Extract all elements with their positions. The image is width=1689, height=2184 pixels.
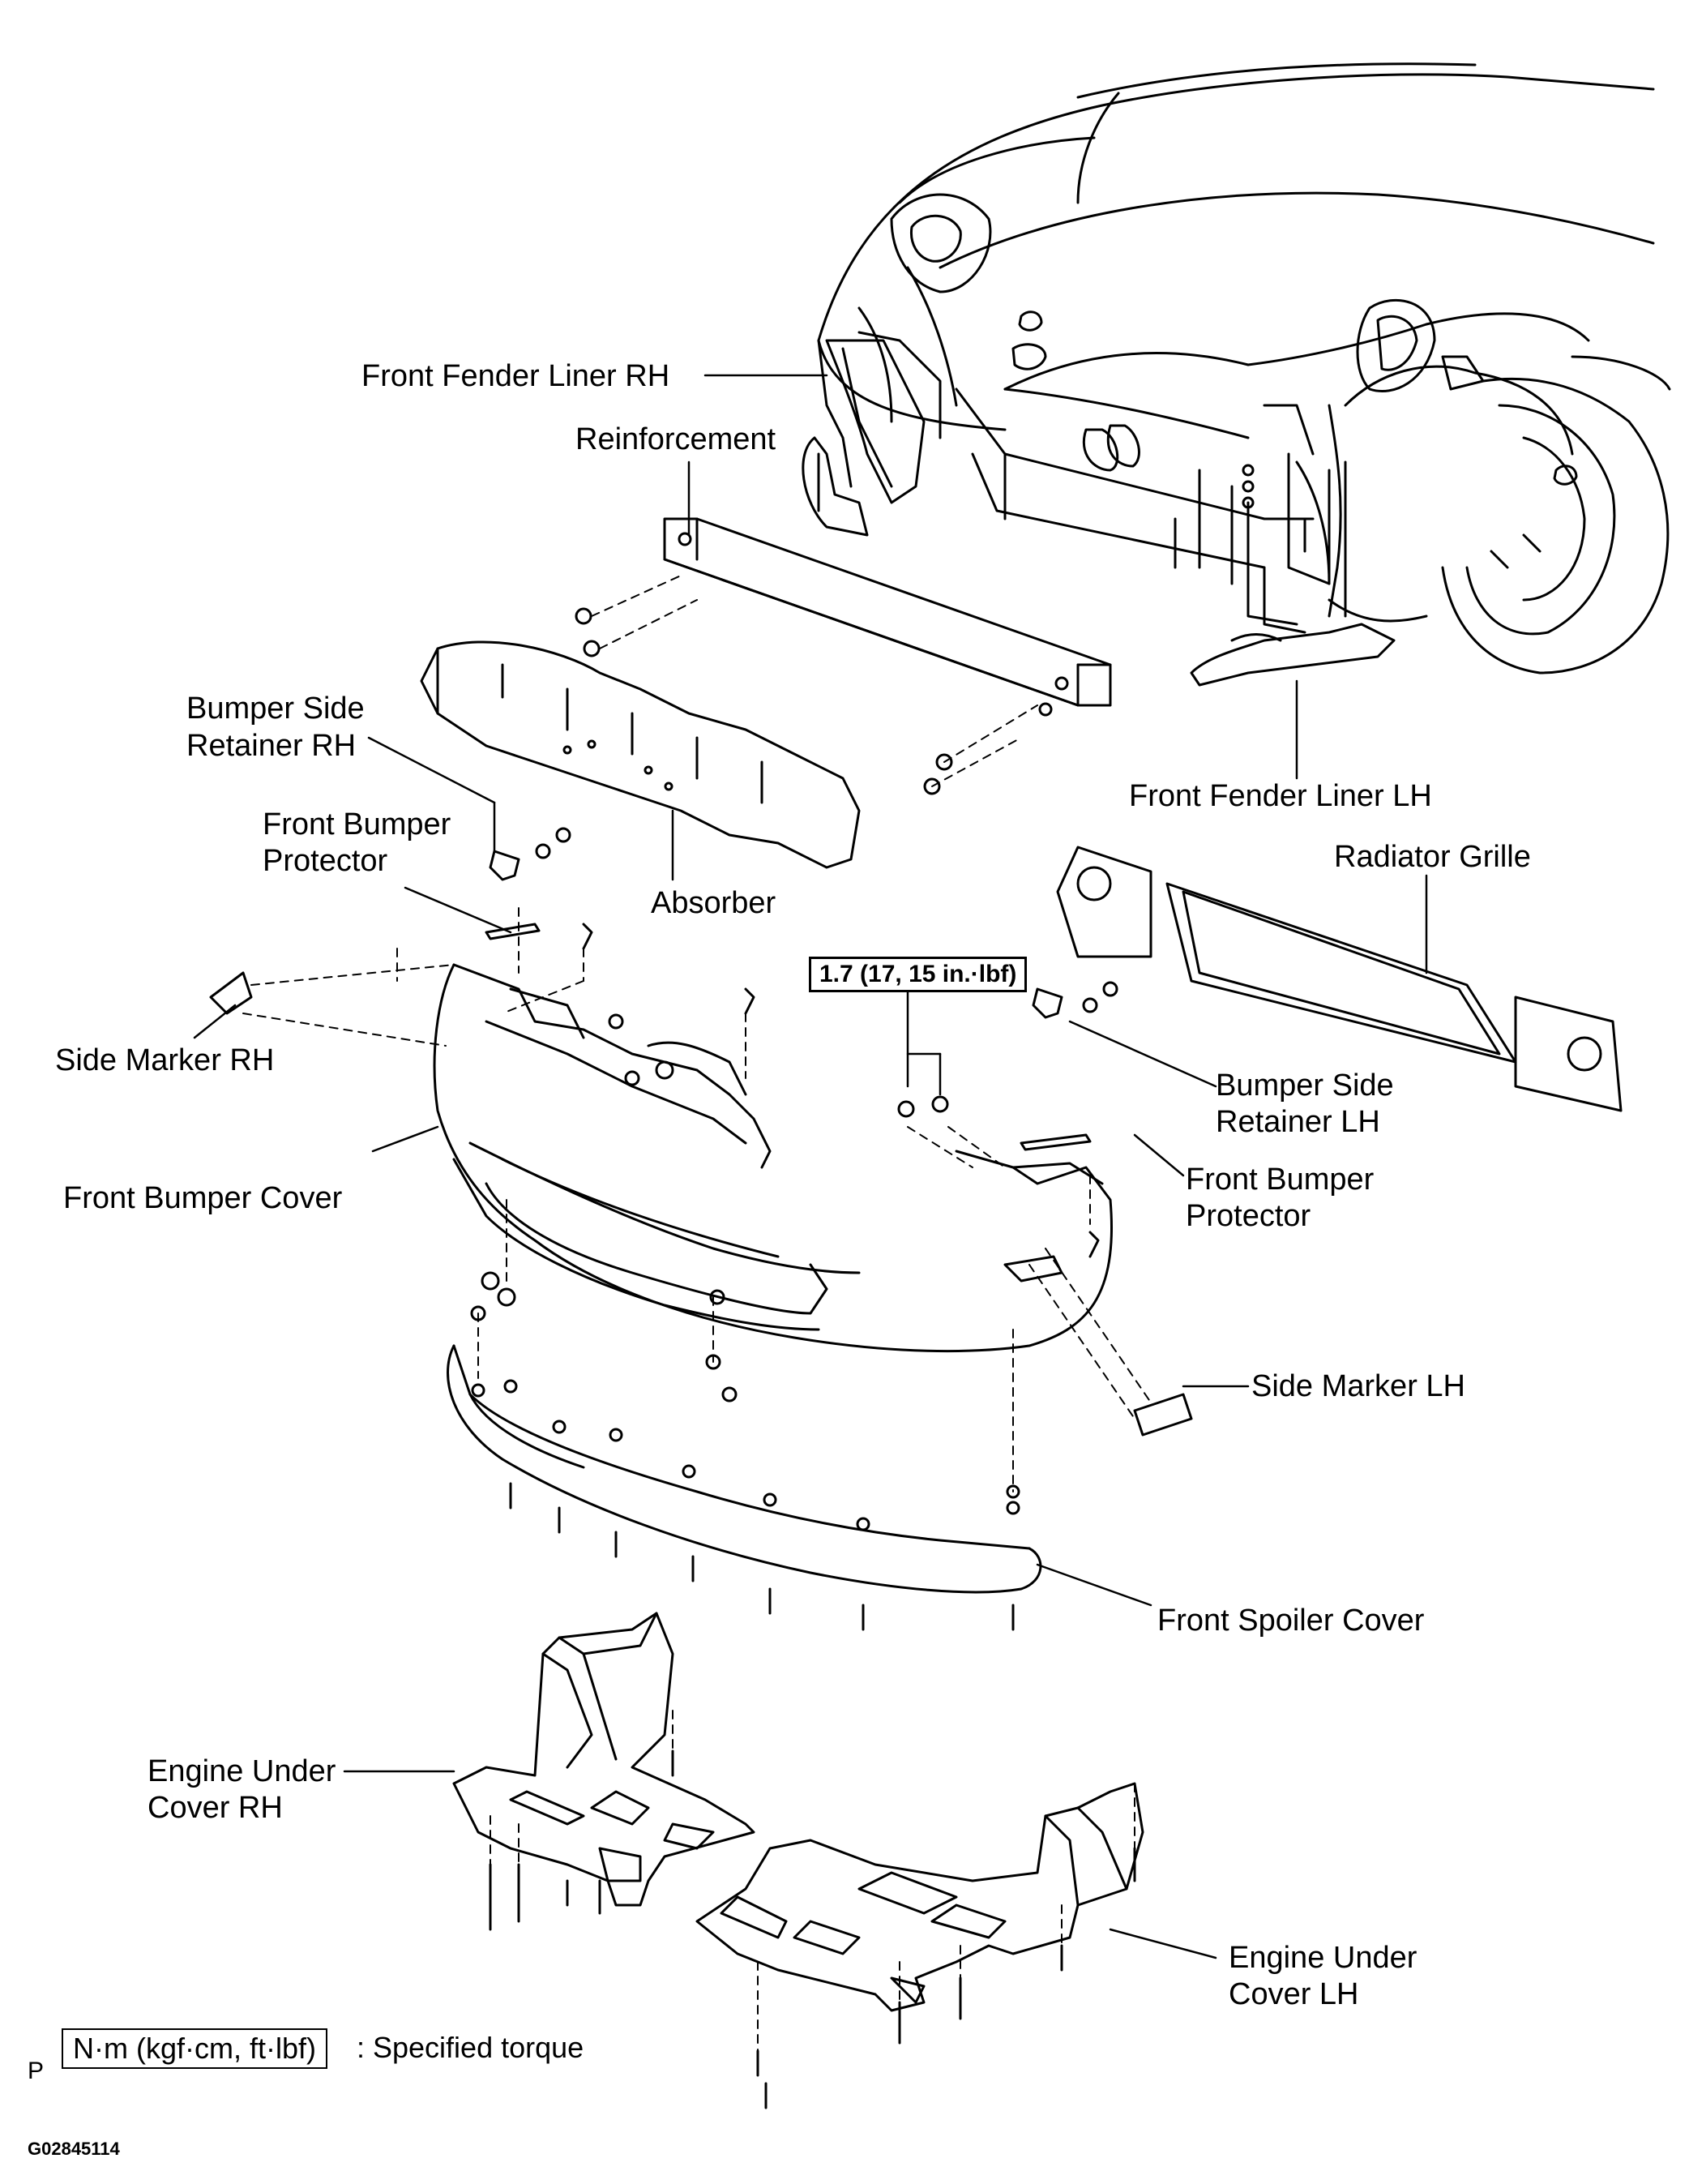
label-front-bumper-protector-lh-line1: Front Bumper <box>1186 1163 1375 1197</box>
label-front-fender-liner-lh: Front Fender Liner LH <box>1129 779 1432 813</box>
label-bumper-side-retainer-rh-line2: Retainer RH <box>186 729 357 763</box>
legend-prefix: P <box>28 2058 45 2084</box>
label-engine-under-cover-rh-line2: Cover RH <box>148 1791 283 1825</box>
car-body <box>802 62 1671 687</box>
front-spoiler-cover-part <box>447 1344 1042 1594</box>
legend-torque-box: N·m (kgf·cm, ft·lbf) <box>62 2028 327 2069</box>
label-front-fender-liner-rh: Front Fender Liner RH <box>361 359 670 393</box>
front-bumper-cover-part <box>433 963 1113 1353</box>
figure-id: G02845114 <box>28 2139 120 2159</box>
label-absorber: Absorber <box>651 886 776 920</box>
engine-under-cover-rh-part <box>452 1612 755 1907</box>
label-front-bumper-protector-rh-line2: Protector <box>263 844 388 878</box>
radiator-grille-part <box>1056 846 1623 1112</box>
label-side-marker-rh: Side Marker RH <box>55 1043 275 1077</box>
torque-spec-box: 1.7 (17, 15 in.·lbf) <box>809 957 1028 992</box>
label-reinforcement: Reinforcement <box>575 422 776 456</box>
label-engine-under-cover-lh-line1: Engine Under <box>1229 1941 1417 1975</box>
absorber-part <box>420 640 861 869</box>
label-bumper-side-retainer-lh-line2: Retainer LH <box>1216 1105 1380 1139</box>
label-front-bumper-protector-lh-line2: Protector <box>1186 1199 1311 1233</box>
label-front-bumper-protector-rh-line1: Front Bumper <box>263 807 451 841</box>
label-front-spoiler-cover: Front Spoiler Cover <box>1157 1604 1425 1638</box>
label-side-marker-lh: Side Marker LH <box>1251 1369 1465 1403</box>
label-bumper-side-retainer-lh-line1: Bumper Side <box>1216 1068 1394 1103</box>
label-bumper-side-retainer-rh-line1: Bumper Side <box>186 692 365 726</box>
label-engine-under-cover-lh-line2: Cover LH <box>1229 1977 1359 2011</box>
assembly-dashed-lines <box>242 575 1152 2052</box>
engine-under-cover-lh-part <box>695 1782 1144 2012</box>
leader-lines <box>193 374 1428 1959</box>
label-engine-under-cover-rh-line1: Engine Under <box>148 1754 336 1788</box>
label-radiator-grille: Radiator Grille <box>1334 840 1531 874</box>
label-front-bumper-cover: Front Bumper Cover <box>63 1181 343 1215</box>
legend-text: : Specified torque <box>357 2031 584 2064</box>
small-parts <box>209 607 1193 2109</box>
reinforcement-part <box>663 517 1112 717</box>
